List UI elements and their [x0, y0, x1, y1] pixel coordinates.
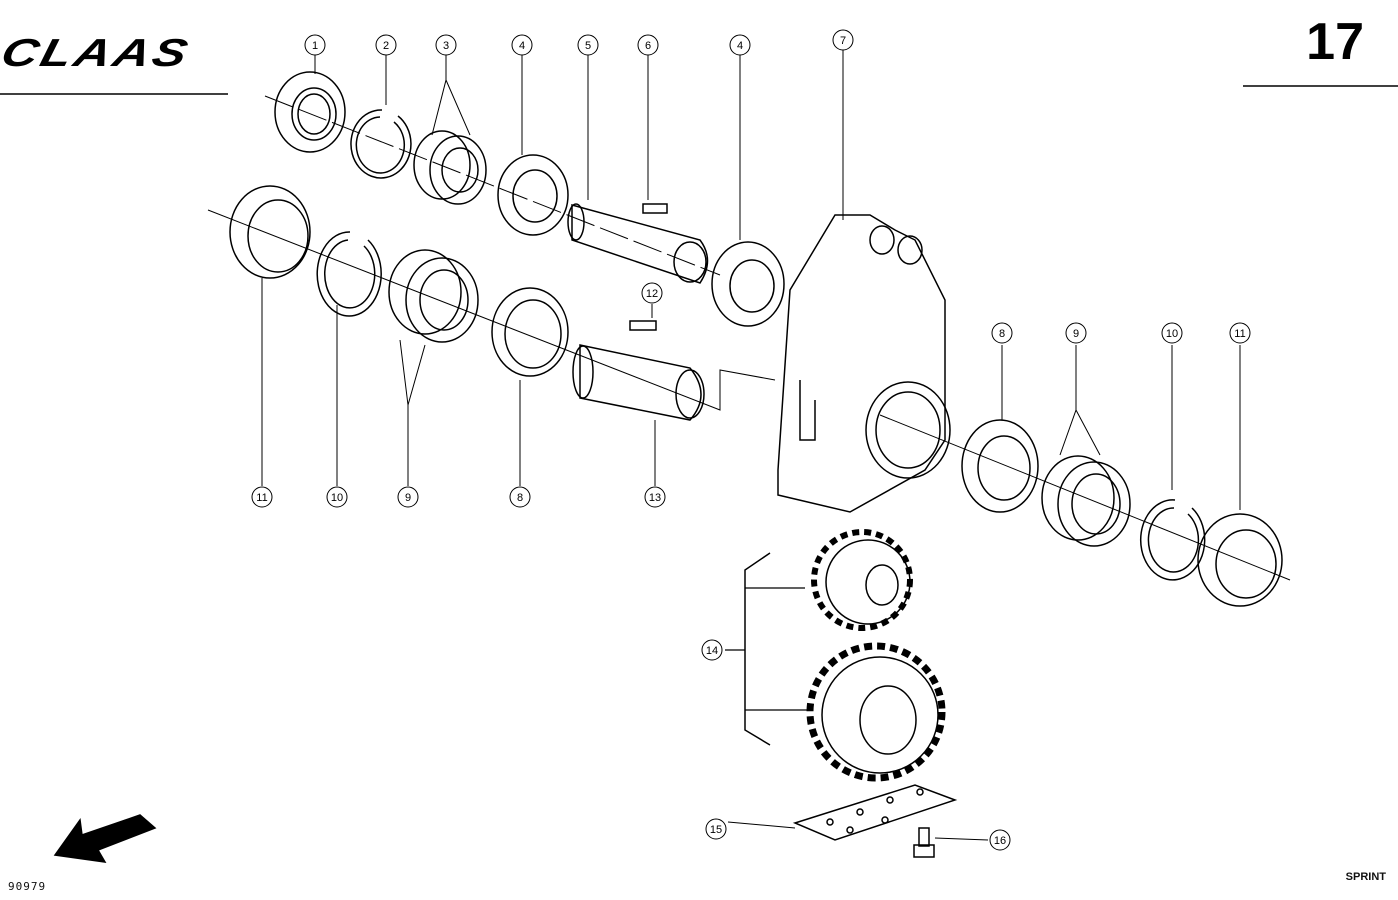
model-name: SPRINT	[1345, 871, 1386, 883]
callout-11r	[1229, 322, 1251, 344]
callout-15	[705, 818, 727, 840]
callout-1	[304, 34, 326, 56]
callout-12	[641, 282, 663, 304]
part-5-shaft	[567, 203, 709, 284]
callout-7	[832, 29, 854, 51]
part-14-gear-small	[811, 529, 913, 631]
callout-14	[701, 639, 723, 661]
callout-label-3: 3	[443, 40, 449, 52]
callout-2	[375, 34, 397, 56]
part-3-rings	[413, 130, 487, 205]
callout-5	[577, 34, 599, 56]
page-number: 17	[1306, 13, 1364, 71]
callout-label-4b: 4	[737, 40, 743, 52]
callout-3	[435, 34, 457, 56]
callout-13	[644, 486, 666, 508]
callout-label-8l: 8	[517, 492, 523, 504]
callout-9l	[397, 486, 419, 508]
callout-label-13: 13	[649, 492, 661, 504]
callout-label-10r: 10	[1166, 328, 1178, 340]
callout-10l	[326, 486, 348, 508]
part-9-rings-left	[388, 249, 479, 343]
part-11-seal-right	[1197, 513, 1283, 607]
callout-8l	[509, 486, 531, 508]
callout-label-15: 15	[710, 824, 722, 836]
callout-label-9l: 9	[405, 492, 411, 504]
callout-label-6: 6	[645, 40, 651, 52]
part-16-bolt	[913, 827, 935, 858]
callout-label-12: 12	[646, 288, 658, 300]
callout-16	[989, 829, 1011, 851]
part-8-bearing-right	[961, 419, 1039, 513]
drawing-number: 90979	[8, 880, 47, 893]
callout-label-14: 14	[706, 645, 718, 657]
callout-label-1: 1	[312, 40, 318, 52]
callout-11l	[251, 486, 273, 508]
callout-4a	[511, 34, 533, 56]
callout-8r	[991, 322, 1013, 344]
callout-label-4a: 4	[519, 40, 525, 52]
axis-upper	[264, 95, 721, 276]
part-12-key	[629, 320, 657, 331]
callout-10r	[1161, 322, 1183, 344]
direction-arrow-icon	[53, 814, 157, 863]
part-14-gear-large	[806, 642, 946, 782]
callout-4b	[729, 34, 751, 56]
part-6-key	[642, 203, 668, 214]
leader-lines	[261, 50, 1241, 841]
part-15-plate	[792, 784, 958, 841]
part-13-sleeve	[572, 344, 705, 421]
callout-circles	[251, 29, 1251, 851]
bracket-14	[744, 552, 771, 746]
callout-labels: 1 2 3 4 5 6 4 7 8 9 10 11 12 11 10 9 8 1…	[256, 35, 1245, 847]
part-10-circlip-right	[1139, 499, 1206, 581]
part-8-bearing-left	[491, 287, 569, 377]
part-4-bearing-b	[711, 241, 785, 327]
callout-label-5: 5	[585, 40, 591, 52]
part-9-rings-right	[1041, 455, 1131, 547]
callout-label-2: 2	[383, 40, 389, 52]
callout-label-11r: 11	[1234, 328, 1245, 340]
callout-label-16: 16	[994, 835, 1006, 847]
callout-label-9r: 9	[1073, 328, 1079, 340]
callout-label-10l: 10	[331, 492, 343, 504]
callout-label-8r: 8	[999, 328, 1005, 340]
part-1-seal	[274, 71, 346, 153]
callout-6	[637, 34, 659, 56]
callout-label-11l: 11	[256, 492, 267, 504]
axis-lower	[207, 209, 776, 411]
callout-9r	[1065, 322, 1087, 344]
part-2-circlip	[350, 109, 412, 179]
part-11-seal-left	[229, 185, 311, 279]
part-7-housing	[777, 214, 951, 513]
callout-label-7: 7	[840, 35, 846, 47]
axis-right	[879, 414, 1291, 581]
part-10-circlip-left	[316, 231, 382, 317]
part-4-bearing-a	[497, 154, 569, 236]
